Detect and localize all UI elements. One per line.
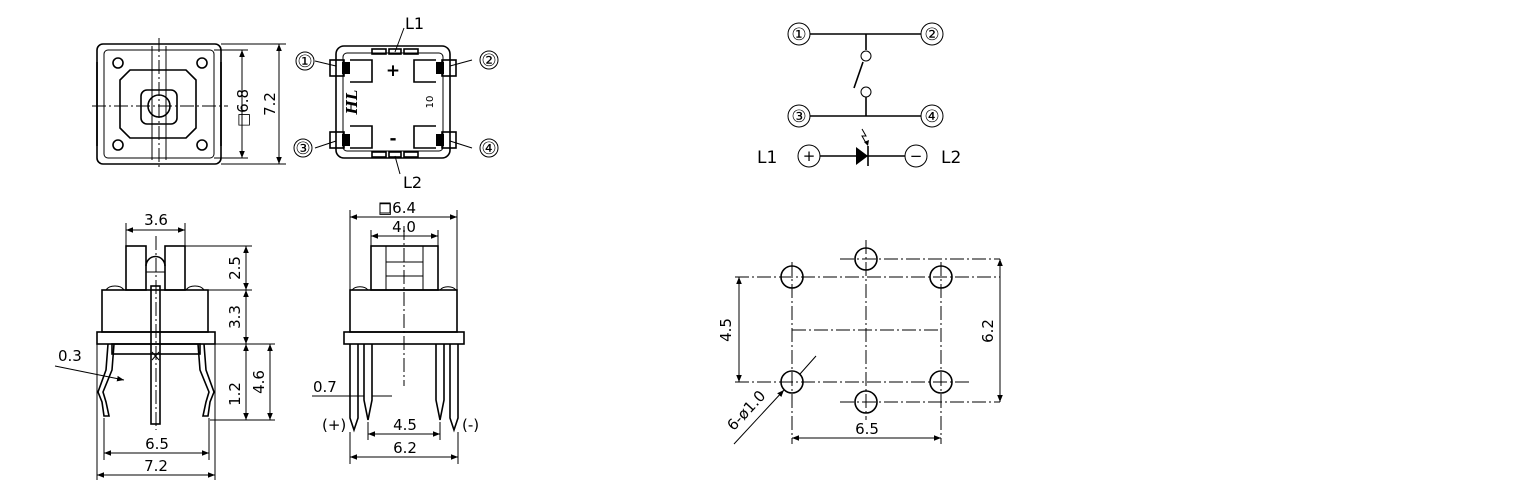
right-dim-lead: 0.7: [313, 378, 337, 396]
left-dim-mid: 3.3: [226, 305, 244, 329]
pin-view-label-2: ②: [481, 51, 496, 71]
pin-view-label-3: ③: [295, 139, 310, 159]
right-dim-pitch: 4.5: [393, 416, 417, 434]
left-dim-top: 3.6: [144, 211, 168, 229]
led-label-l2: L2: [403, 173, 422, 192]
pin-view-label-4: ④: [481, 139, 496, 159]
schem-node-1: ①: [791, 25, 806, 45]
side-view-right: [312, 210, 465, 464]
right-dim-width: 6.2: [393, 439, 417, 457]
pcb-dim-right: 6.2: [979, 319, 997, 343]
polarity-label-plus: (+): [322, 416, 346, 434]
pcb-hole-note: 6-ø1.0: [723, 387, 769, 434]
left-dim-pin: 1.2: [226, 382, 244, 406]
polarity-minus: -: [389, 129, 396, 149]
left-dim-lead: 0.3: [58, 347, 82, 365]
schem-plus: +: [803, 147, 816, 165]
switch-schematic: [787, 22, 944, 168]
pcb-dim-vertical: 4.5: [717, 318, 735, 342]
top-dim-outer: 7.2: [261, 92, 279, 116]
left-dim-width: 7.2: [144, 457, 168, 475]
left-dim-upper: 2.5: [226, 256, 244, 280]
pin-view-label-1: ①: [297, 52, 312, 72]
brand-mark: HL: [343, 90, 361, 116]
side-view-left: [54, 223, 275, 480]
left-dim-span: 6.5: [145, 435, 169, 453]
polarity-plus: +: [386, 61, 400, 81]
bottom-pin-view: [293, 27, 499, 175]
right-dim-cap: 4.0: [392, 218, 416, 236]
top-dim-inner: □6.8: [234, 89, 252, 127]
schem-minus: −: [910, 147, 923, 165]
left-dim-total: 4.6: [250, 370, 268, 394]
top-view: [92, 38, 286, 170]
pcb-layout: [733, 240, 1003, 445]
polarity-label-minus: (-): [462, 416, 479, 434]
led-label-l1: L1: [405, 14, 424, 33]
schem-label-l1: L1: [757, 148, 777, 168]
schem-node-4: ④: [924, 107, 939, 127]
part-code: 10: [425, 96, 436, 109]
schem-label-l2: L2: [941, 148, 961, 168]
schem-node-2: ②: [924, 25, 939, 45]
pcb-dim-bottom: 6.5: [855, 420, 879, 438]
right-dim-body: □6.4: [378, 199, 416, 217]
schem-node-3: ③: [791, 107, 806, 127]
